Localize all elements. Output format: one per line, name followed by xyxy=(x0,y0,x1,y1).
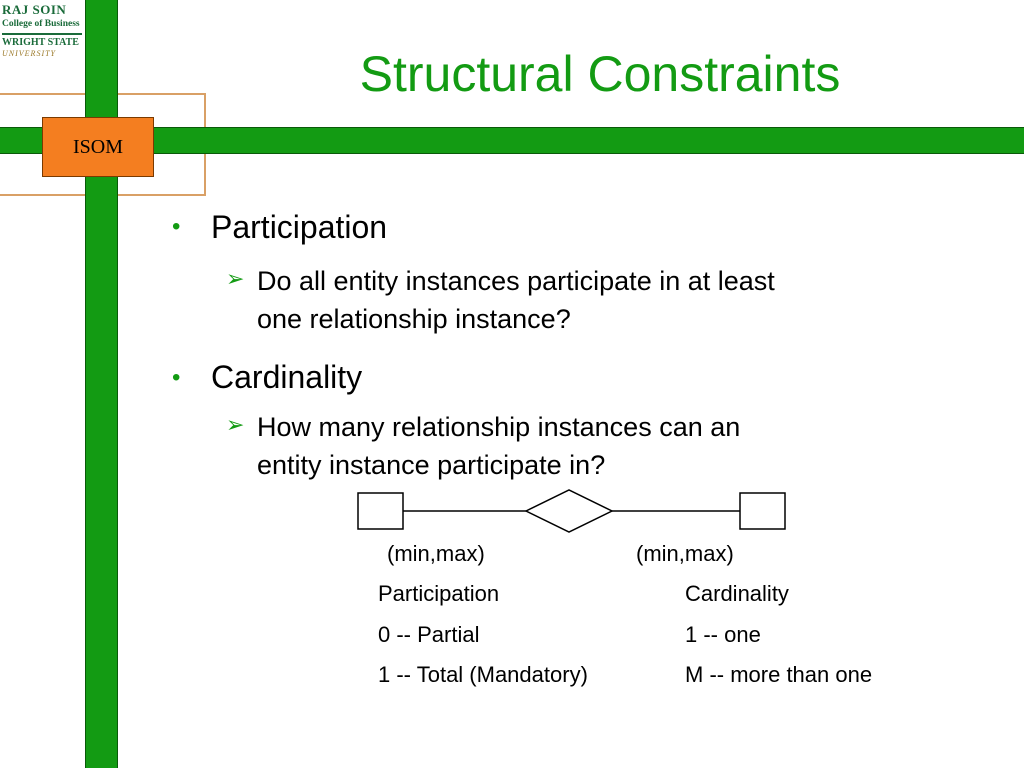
bullet-cardinality: Cardinality xyxy=(211,359,363,395)
entity-box-right xyxy=(739,492,786,530)
bullet-dot-icon: • xyxy=(172,213,181,240)
relationship-diamond xyxy=(524,489,614,533)
cardinality-row-1: 1 -- one xyxy=(685,622,761,647)
college-logo: RAJ SOIN College of Business WRIGHT STAT… xyxy=(2,2,84,80)
participation-row-2: 1 -- Total (Mandatory) xyxy=(378,662,588,687)
min-max-right-label: (min,max) xyxy=(636,541,734,566)
isom-badge: ISOM xyxy=(42,117,154,177)
sub-bullet-cardinality-line-1: How many relationship instances can an xyxy=(257,412,741,442)
bullet-dot-icon: • xyxy=(172,364,181,391)
participation-header: Participation xyxy=(378,581,500,606)
min-max-left-label: (min,max) xyxy=(387,541,485,566)
entity-box-left xyxy=(357,492,404,530)
isom-badge-text: ISOM xyxy=(72,135,123,158)
logo-line-1: RAJ SOIN xyxy=(2,2,67,17)
arrow-right-icon: ➢ xyxy=(226,412,245,437)
logo-line-3: WRIGHT STATE xyxy=(2,37,79,48)
sub-bullet-participation-line-2: one relationship instance? xyxy=(257,304,571,334)
green-horizontal-bar xyxy=(0,127,1024,154)
participation-row-1: 0 -- Partial xyxy=(378,622,480,647)
bullet-participation: Participation xyxy=(211,209,388,245)
logo-line-4: UNIVERSITY xyxy=(2,49,56,58)
slide-title: Structural Constraints xyxy=(359,46,841,102)
er-relationship-diagram xyxy=(357,489,786,533)
cardinality-row-2: M -- more than one xyxy=(685,662,873,687)
sub-bullet-participation-line-1: Do all entity instances participate in a… xyxy=(257,266,775,296)
sub-bullet-cardinality-line-2: entity instance participate in? xyxy=(257,450,606,480)
green-vertical-bar xyxy=(85,0,118,768)
arrow-right-icon: ➢ xyxy=(226,266,245,291)
logo-line-2: College of Business xyxy=(2,19,80,29)
logo-rule xyxy=(2,33,82,35)
cardinality-header: Cardinality xyxy=(685,581,789,606)
